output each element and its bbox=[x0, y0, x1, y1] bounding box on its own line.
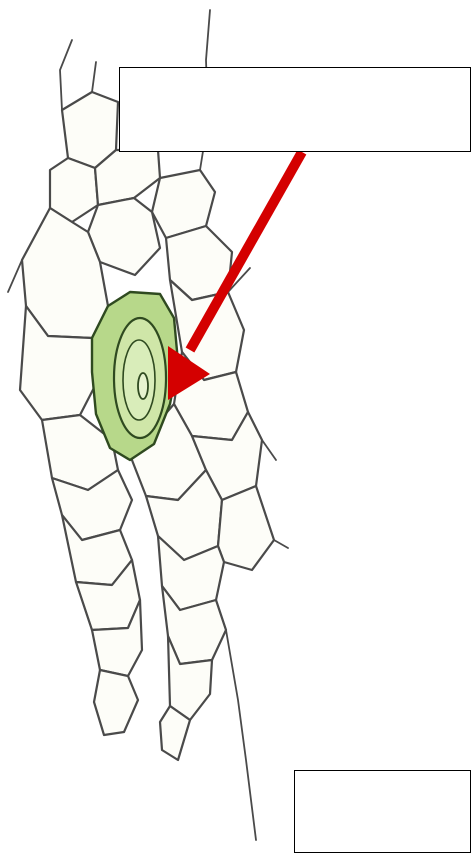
label-box-bottom[interactable] bbox=[294, 770, 471, 853]
label-box-top[interactable] bbox=[119, 67, 471, 152]
egg-nucleus bbox=[138, 373, 148, 399]
